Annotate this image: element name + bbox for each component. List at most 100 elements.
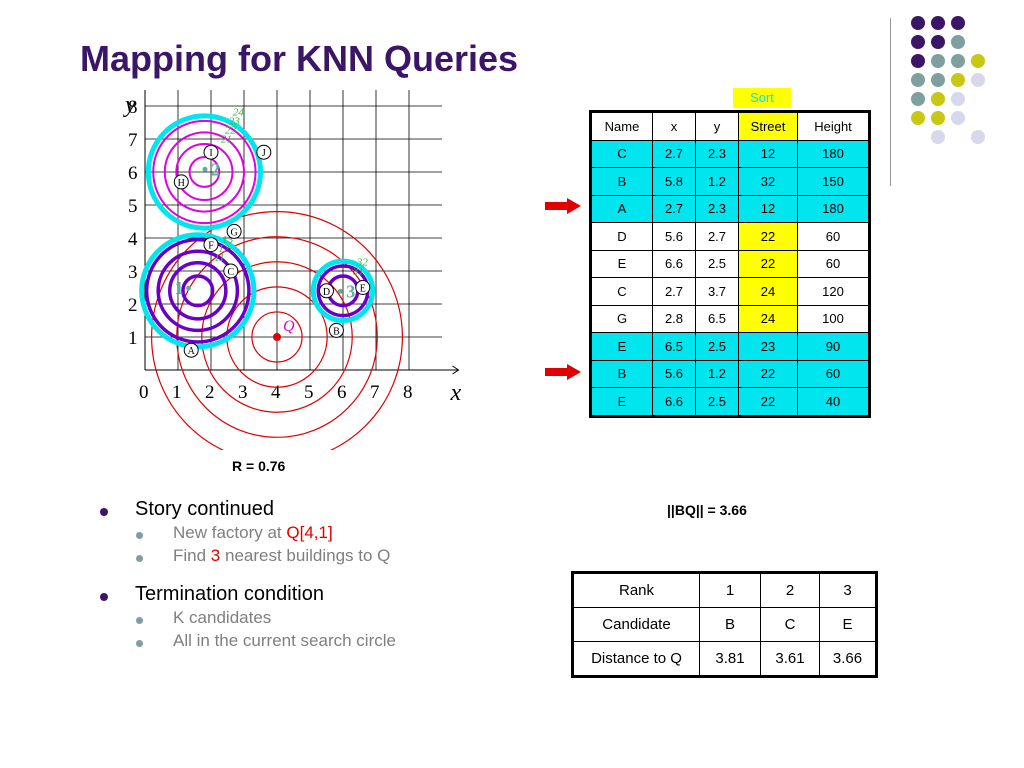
column-header[interactable]: x [652,111,696,141]
decor-dot [911,54,925,68]
query-search-circle [251,311,303,363]
table-cell: E [590,249,653,278]
table-cell: 2.7 [652,194,696,223]
table-cell: C [590,277,653,306]
building-point [355,280,371,295]
ring-number-label: 21 [221,133,232,145]
table-cell: 120 [797,277,870,306]
building-point [173,174,189,190]
building-label: I [209,148,212,159]
table-cell: 5.6 [652,359,696,388]
table-cell: 100 [797,304,870,333]
region-label: 2 [211,159,220,179]
table-cell: 3.61 [760,641,820,677]
query-search-circle [201,261,353,413]
table-cell: Candidate [572,607,700,642]
table-cell: 22 [738,359,798,388]
decor-dot [911,111,925,125]
y-tick-label: 8 [128,97,138,118]
building-point [319,283,334,299]
knn-map-plot: 01234567812345678xyQ21222324111213143132… [123,90,462,450]
table-cell: 2.5 [695,249,739,278]
table-cell: 6.6 [652,387,696,417]
table-cell: 2.5 [695,387,739,417]
column-header[interactable]: y [695,111,739,141]
decor-dot [931,16,945,30]
k-value: 3 [210,546,221,565]
bullet-new-factory: New factory at Q[4,1] [100,523,396,543]
cluster-ring [188,156,221,188]
table-cell: 5.6 [652,222,696,251]
ring-number-label: 31 [352,265,364,277]
x-tick-label: 0 [139,382,149,403]
table-cell: 90 [797,332,870,361]
decor-dot [931,73,945,87]
x-axis-label: x [450,380,462,406]
bullet-text: Find [173,546,211,565]
table-cell: 22 [738,387,798,417]
decor-dot [931,35,945,49]
table-cell: 180 [797,194,870,223]
y-tick-label: 6 [128,163,138,184]
table-cell: 60 [797,359,870,388]
building-label: F [208,241,214,252]
column-header[interactable]: Name [590,111,653,141]
ring-number-label: 11 [214,252,224,264]
factory-location: Q[4,1] [286,523,333,542]
table-cell: G [590,304,653,333]
building-label: C [227,267,234,278]
building-label: E [360,284,366,295]
decor-dot [951,111,965,125]
cluster-boundary-circle [145,113,263,231]
column-header[interactable]: Height [797,111,870,141]
cluster-ring [152,119,257,225]
ring-number-label: 22 [225,124,237,136]
decor-dot [911,35,925,49]
building-point [203,144,219,160]
column-header[interactable]: Street [738,111,798,141]
table-cell: 2.3 [695,194,739,223]
decor-dot [971,130,985,144]
bullet-story: Story continued [100,498,396,521]
sort-button[interactable]: Sort [733,88,791,108]
x-tick-label: 6 [337,382,347,403]
decor-dot-grid [911,16,985,144]
y-axis-label: y [123,92,136,118]
decor-dot [931,130,945,144]
slide-title: Mapping for KNN Queries [80,38,519,79]
table-cell: 2.7 [695,222,739,251]
cluster-ring [144,237,251,344]
table-cell: 1 [699,572,761,608]
table-cell: 1.2 [695,359,739,388]
pointer-arrow-icon [545,198,581,214]
table-cell: B [699,607,761,642]
query-label: Q [283,318,295,335]
decor-dot [971,54,985,68]
bullet-list: Story continued New factory at Q[4,1] Fi… [100,498,396,654]
table-cell: 150 [797,167,870,196]
table-cell: B [590,167,653,196]
table-cell: 6.5 [652,332,696,361]
decor-dot [931,111,945,125]
region-label: 3 [346,281,355,301]
x-tick-label: 3 [238,382,248,403]
table-cell: 2.5 [695,332,739,361]
table-cell: 180 [797,139,870,168]
pointer-arrow-icon [545,364,581,380]
table-cell: 2 [760,572,820,608]
building-label: G [230,227,237,238]
table-cell: 32 [738,167,798,196]
table-cell: 3.66 [819,641,877,677]
table-cell: 12 [738,194,798,223]
building-point [226,223,242,239]
x-axis-arrow [452,365,460,375]
table-cell: 3 [819,572,877,608]
